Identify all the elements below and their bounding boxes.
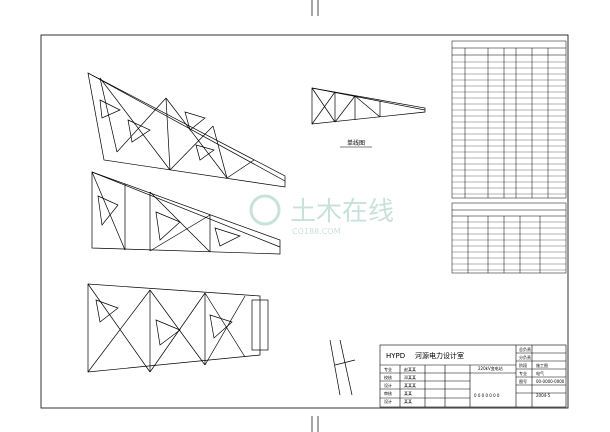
title-block-right-label: 分负责 xyxy=(519,354,531,360)
truss-view-middle xyxy=(91,171,281,255)
title-block-right-value: 施工图 xyxy=(536,362,548,368)
title-block-right-value: 电气 xyxy=(536,370,544,376)
title-block-roles: 专业赵某某校核邓某某设计某某某审核某某设计某某 xyxy=(384,366,416,404)
truss-view-top xyxy=(87,72,286,188)
title-block-role: 专业 xyxy=(384,366,392,372)
title-block-role: 校核 xyxy=(384,374,392,380)
title-block-right-label: 专业 xyxy=(519,370,527,376)
title-block-name: 邓某某 xyxy=(404,374,416,380)
company-code: HYPD xyxy=(386,352,405,360)
drawing-date: 2004-5 xyxy=(536,393,551,398)
title-block-name: 赵某某 xyxy=(404,366,416,372)
joint-detail xyxy=(329,339,356,396)
title-block-role: 设计 xyxy=(384,398,392,404)
title-block-right-label: 阶段 xyxy=(519,362,527,368)
title-block-right-label: 图号 xyxy=(519,378,527,384)
title-block-role: 设计 xyxy=(384,382,392,388)
wire-diagram xyxy=(311,87,426,125)
wire-diagram-label: 单线图 xyxy=(347,139,365,147)
binding-marks xyxy=(311,0,319,432)
watermark-en: CO188.COM xyxy=(292,227,341,236)
title-block xyxy=(379,344,567,408)
title-block-name: 某某 xyxy=(404,390,412,396)
sheet-border xyxy=(40,34,569,409)
title-block-name: 某某 xyxy=(404,398,412,404)
title-block-right-value: 00-0000-0000 xyxy=(536,379,565,384)
bolt-table xyxy=(451,202,567,274)
bolt-table-rows xyxy=(452,221,566,271)
truss-view-bottom xyxy=(87,283,269,373)
watermark: 土木在线 CO188.COM xyxy=(249,194,394,236)
title-block-right-label: 总负责 xyxy=(519,346,531,352)
drawing-title: 0 0 0 0 0 0 0 xyxy=(474,393,500,398)
company-name: 河源电力设计室 xyxy=(415,351,464,360)
material-table-rows xyxy=(452,61,566,195)
material-table xyxy=(451,40,567,199)
watermark-cn: 土木在线 xyxy=(290,197,394,227)
title-block-name: 某某某 xyxy=(404,382,416,388)
project-name: 220kV变电站 xyxy=(478,365,503,371)
title-block-role: 审核 xyxy=(384,390,392,396)
